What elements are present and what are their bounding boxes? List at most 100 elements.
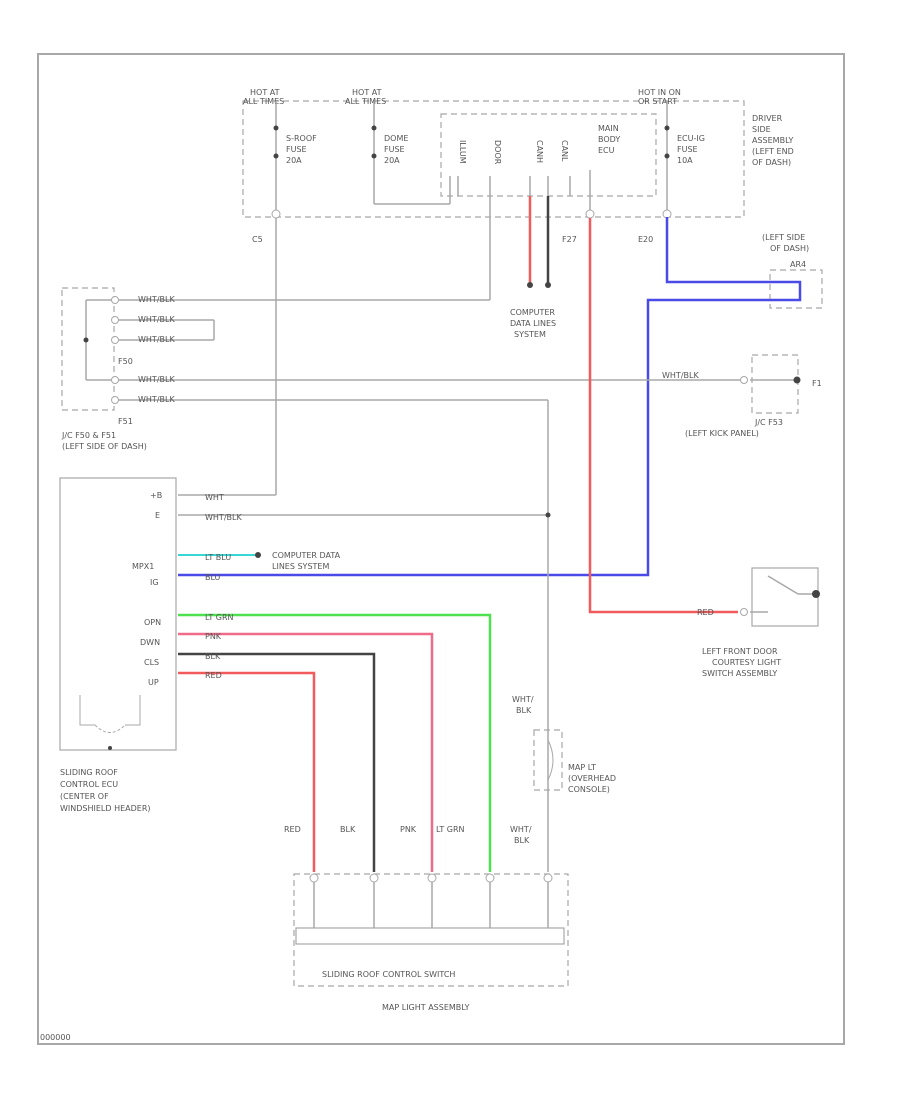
driver-side-label-d: (LEFT END <box>752 147 794 156</box>
ecu-caption-d: WINDSHIELD HEADER) <box>60 804 151 813</box>
footer-code: 000000 <box>40 1033 71 1042</box>
switch-label: SLIDING ROOF CONTROL SWITCH <box>322 970 455 979</box>
pnk-wire <box>178 632 434 872</box>
map-light-assembly: SLIDING ROOF CONTROL SWITCH MAP LIGHT AS… <box>293 873 569 1012</box>
main-body-ecu-b: BODY <box>598 135 620 144</box>
main-body-ecu-c: ECU <box>598 146 615 155</box>
ecu-caption-a: SLIDING ROOF <box>60 768 118 777</box>
left-side-jc: AR4 <box>790 260 806 269</box>
bottom-wire-red: RED <box>284 825 301 834</box>
ecu-wire-5: BLU <box>205 573 221 582</box>
jc-caption-b: (LEFT SIDE OF DASH) <box>62 442 147 451</box>
left-side-label-b: OF DASH) <box>770 244 809 253</box>
fuse-2-dot <box>371 125 377 131</box>
ltgrn-wire <box>178 613 492 872</box>
ecu-pin-9: UP <box>148 678 159 687</box>
driver-side-label-a: DRIVER <box>752 114 783 123</box>
ecu-pin-2: E <box>155 511 160 520</box>
ecu-pin-door: DOOR <box>493 140 502 165</box>
fuse-1-dot <box>273 125 279 131</box>
ecu-wire-2: WHT/BLK <box>205 513 242 522</box>
main-body-ecu-a: MAIN <box>598 124 619 133</box>
ecu-wire-1: WHT <box>205 493 224 502</box>
ecu-pin-illum: ILLUM <box>458 140 467 164</box>
bottom-wire-blk: BLK <box>340 825 356 834</box>
jc-row-1: WHT/BLK <box>138 295 175 304</box>
bottom-wire-ltgrn: LT GRN <box>436 825 465 834</box>
fuse-2-label-c: 20A <box>384 156 400 165</box>
connector-c5: C5 <box>252 235 263 244</box>
ecu-wire-4: LT BLU <box>205 553 231 562</box>
door-red-wire <box>588 218 738 614</box>
ecu-pin-6: OPN <box>144 618 161 627</box>
driver-side-label-c: ASSEMBLY <box>752 136 793 145</box>
fuse-1-label-b: FUSE <box>286 145 307 154</box>
door-switch: RED LEFT FRONT DOOR COURTESY LIGHT SWITC… <box>588 218 820 678</box>
jc-right-ground: F1 <box>812 379 822 388</box>
ecu-pin-5: IG <box>150 578 159 587</box>
jc-f50-f51: WHT/BLK WHT/BLK WHT/BLK WHT/BLK WHT/BLK … <box>61 287 740 872</box>
map-caption-b: (OVERHEAD <box>568 774 616 783</box>
hot-label-2b: ALL TIMES <box>345 97 386 106</box>
map-wire-b: BLK <box>516 706 532 715</box>
fuse-2-label-a: DOME <box>384 134 408 143</box>
map-light: WHT/ BLK MAP LT (OVERHEAD CONSOLE) <box>512 695 616 794</box>
jc-f50: F50 <box>118 357 133 366</box>
blue-wire-to-ecu <box>178 298 770 577</box>
left-side-label-a: (LEFT SIDE <box>762 233 805 242</box>
ecu-wire-7: PNK <box>205 632 222 641</box>
ecu-wire-6: LT GRN <box>205 613 234 622</box>
fuse-3-label-c: 10A <box>677 156 693 165</box>
fuse-2-label-b: FUSE <box>384 145 405 154</box>
fuse-relay-box: HOT AT ALL TIMES HOT AT ALL TIMES HOT IN… <box>242 88 794 300</box>
can-lines: COMPUTER DATA LINES SYSTEM <box>510 196 556 339</box>
left-side-dash: (LEFT SIDE OF DASH) AR4 <box>178 217 823 577</box>
jc-row-5: WHT/BLK <box>138 395 175 404</box>
jc-f51: F51 <box>118 417 133 426</box>
bottom-wire-wht: WHT/ <box>510 825 532 834</box>
ecu-pin-1: +B <box>150 491 162 500</box>
assembly-caption: MAP LIGHT ASSEMBLY <box>382 1003 470 1012</box>
ecu-caption-c: (CENTER OF <box>60 792 109 801</box>
hot-label-3a: HOT IN ON <box>638 88 681 97</box>
computer-lines-a: COMPUTER <box>510 308 555 317</box>
door-caption-c: SWITCH ASSEMBLY <box>702 669 777 678</box>
ecu-pin-4: MPX1 <box>132 562 154 571</box>
bottom-wire-pnk: PNK <box>400 825 417 834</box>
hot-label-1b: ALL TIMES <box>243 97 284 106</box>
ecu-pin-canl: CANL <box>560 140 569 162</box>
ecu-data-note-a: COMPUTER DATA <box>272 551 341 560</box>
jc-f53: WHT/BLK F1 J/C F53 (LEFT KICK PANEL) <box>662 354 822 438</box>
jc-row-3: WHT/BLK <box>138 335 175 344</box>
blk-wire <box>178 652 376 872</box>
outer-frame <box>37 53 845 1045</box>
jc-row-2: WHT/BLK <box>138 315 175 324</box>
ecu-pin-7: DWN <box>140 638 160 647</box>
fuse-1-label-c: 20A <box>286 156 302 165</box>
jc-caption-a: J/C F50 & F51 <box>61 431 116 440</box>
jc-right-caption-b: (LEFT KICK PANEL) <box>685 429 759 438</box>
red-wire <box>178 671 316 872</box>
blue-wire-top <box>665 217 802 302</box>
door-caption-a: LEFT FRONT DOOR <box>702 647 778 656</box>
fuse-3-label-b: FUSE <box>677 145 698 154</box>
hot-label-2a: HOT AT <box>352 88 382 97</box>
driver-side-label-b: SIDE <box>752 125 771 134</box>
map-wire-a: WHT/ <box>512 695 534 704</box>
sliding-roof-ecu: +B E MPX1 IG OPN DWN CLS UP SLIDING ROOF… <box>59 477 177 813</box>
jc-right-wire: WHT/BLK <box>662 371 699 380</box>
ecu-pin-canh: CANH <box>535 140 544 163</box>
jc-row-4: WHT/BLK <box>138 375 175 384</box>
jc-right-caption-a: J/C F53 <box>754 418 783 427</box>
connector-e20: E20 <box>638 235 653 244</box>
ecu-caption-b: CONTROL ECU <box>60 780 118 789</box>
ecu-pin-8: CLS <box>144 658 159 667</box>
hot-label-3b: OR START <box>638 97 677 106</box>
computer-lines-c: SYSTEM <box>514 330 546 339</box>
fuse-3-label-a: ECU-IG <box>677 134 705 143</box>
door-wire: RED <box>697 608 714 617</box>
hot-label-1a: HOT AT <box>250 88 280 97</box>
connector-f27: F27 <box>562 235 577 244</box>
ecu-data-note-b: LINES SYSTEM <box>272 562 329 571</box>
